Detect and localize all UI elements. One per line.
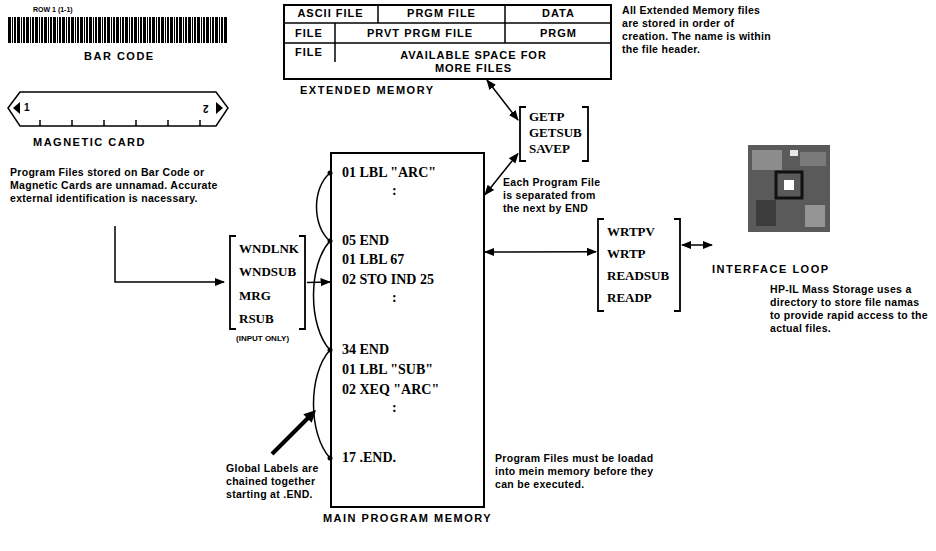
command-name: WNDLNK [239, 241, 299, 256]
main-memory-box: 01 LBL "ARC": 05 END 01 LBL 67 02 STO IND 2… [330, 152, 485, 508]
file-name: DATA [542, 7, 575, 20]
figure-caption: BAR CODE [84, 50, 155, 63]
memory-file-cell: FILE [283, 23, 335, 43]
command-bracket: WRTPV WRTP READSUB READP [596, 218, 682, 312]
note-text: Each Program File is separated from the … [503, 176, 607, 215]
note-text: All Extended Memory files are stored in … [622, 4, 772, 56]
command-name: READSUB [607, 268, 669, 283]
connector-arrow [307, 281, 330, 283]
bracket-line [230, 236, 305, 329]
file-name: FILE [295, 46, 323, 59]
program-line: 02 STO IND 25 [342, 272, 434, 288]
command-bracket: GETPGETSUBSAVEP [518, 106, 590, 162]
memory-file-cell: PRVT PRGM FILE [335, 23, 505, 43]
command-name: MRG [239, 288, 271, 303]
memory-caption: MAIN PROGRAM MEMORY [323, 512, 492, 525]
program-line: 01 LBL 67 [342, 252, 404, 268]
leader-line [115, 226, 224, 282]
note-text: HP-IL Mass Storage uses a directory to s… [770, 283, 932, 335]
pointer-arrow [272, 410, 316, 454]
row-caption: ROW 1 (1-1) [33, 6, 73, 14]
program-line: : [392, 290, 397, 306]
chain-dot [328, 171, 333, 461]
card-side-number: 2 [203, 102, 209, 114]
figure-caption: MAGNETIC CARD [33, 136, 146, 149]
memory-file-cell: AVAILABLE SPACE FOR MORE FILES [335, 43, 612, 80]
file-name: PRGM [540, 27, 577, 40]
note-text: Global Labels are chained together start… [226, 462, 326, 501]
program-line: 34 END [342, 342, 389, 358]
note-text: Program Files must be loadad into mein m… [495, 452, 655, 491]
file-name: ASCII FILE [297, 7, 363, 20]
connector-arrow [485, 154, 518, 195]
bar-code [8, 17, 228, 43]
file-name: AVAILABLE SPACE FOR MORE FILES [389, 49, 559, 75]
bracket-line [520, 107, 588, 161]
command-name: RSUB [239, 311, 274, 326]
label-chain [314, 173, 331, 458]
memory-file-cell: DATA [505, 4, 612, 23]
card-side-number: 1 [24, 102, 30, 114]
memory-file-cell: ASCII FILE [283, 4, 378, 23]
extended-memory-box: EXTENDED MEMORYASCII FILEPRGM FILEDATAFI… [283, 4, 612, 80]
program-line: 01 LBL "ARC" [342, 165, 436, 181]
memory-caption: EXTENDED MEMORY [300, 84, 435, 97]
command-name: WRTP [607, 246, 646, 261]
interface-loop-picture [748, 145, 830, 232]
connector-arrow [487, 80, 518, 120]
memory-file-cell: FILE [283, 43, 335, 62]
bracket-line [598, 219, 680, 311]
command-bracket: WNDLNK WNDSUB MRG RSUB [228, 235, 307, 330]
program-line: : [392, 400, 397, 416]
memory-file-cell: PRGM FILE [378, 4, 505, 23]
command-name: SAVEP [529, 141, 570, 156]
note-text: Program Files stored on Bar Code or Magn… [10, 166, 228, 205]
file-name: FILE [295, 27, 323, 40]
connector-arrow [485, 251, 596, 253]
memory-file-cell: PRGM [505, 23, 612, 43]
command-name: GETP [529, 109, 564, 124]
command-name: GETSUB [529, 125, 582, 140]
program-line: 17 .END. [342, 450, 396, 466]
program-line: : [392, 183, 397, 199]
program-line: 02 XEQ "ARC" [342, 382, 439, 398]
magnetic-card [8, 92, 228, 126]
program-line: 05 END [342, 233, 389, 249]
program-line: 01 LBL "SUB" [342, 362, 433, 378]
command-name: WNDSUB [239, 264, 296, 279]
device-caption: INTERFACE LOOP [712, 263, 830, 276]
bracket-note: (INPUT ONLY) [236, 334, 289, 344]
connector-arrow [682, 244, 712, 246]
command-name: READP [607, 290, 652, 305]
file-name: PRGM FILE [407, 7, 476, 20]
file-name: PRVT PRGM FILE [367, 27, 473, 40]
interface-loop: INTERFACE LOOP [712, 145, 840, 280]
command-name: WRTPV [607, 224, 655, 239]
